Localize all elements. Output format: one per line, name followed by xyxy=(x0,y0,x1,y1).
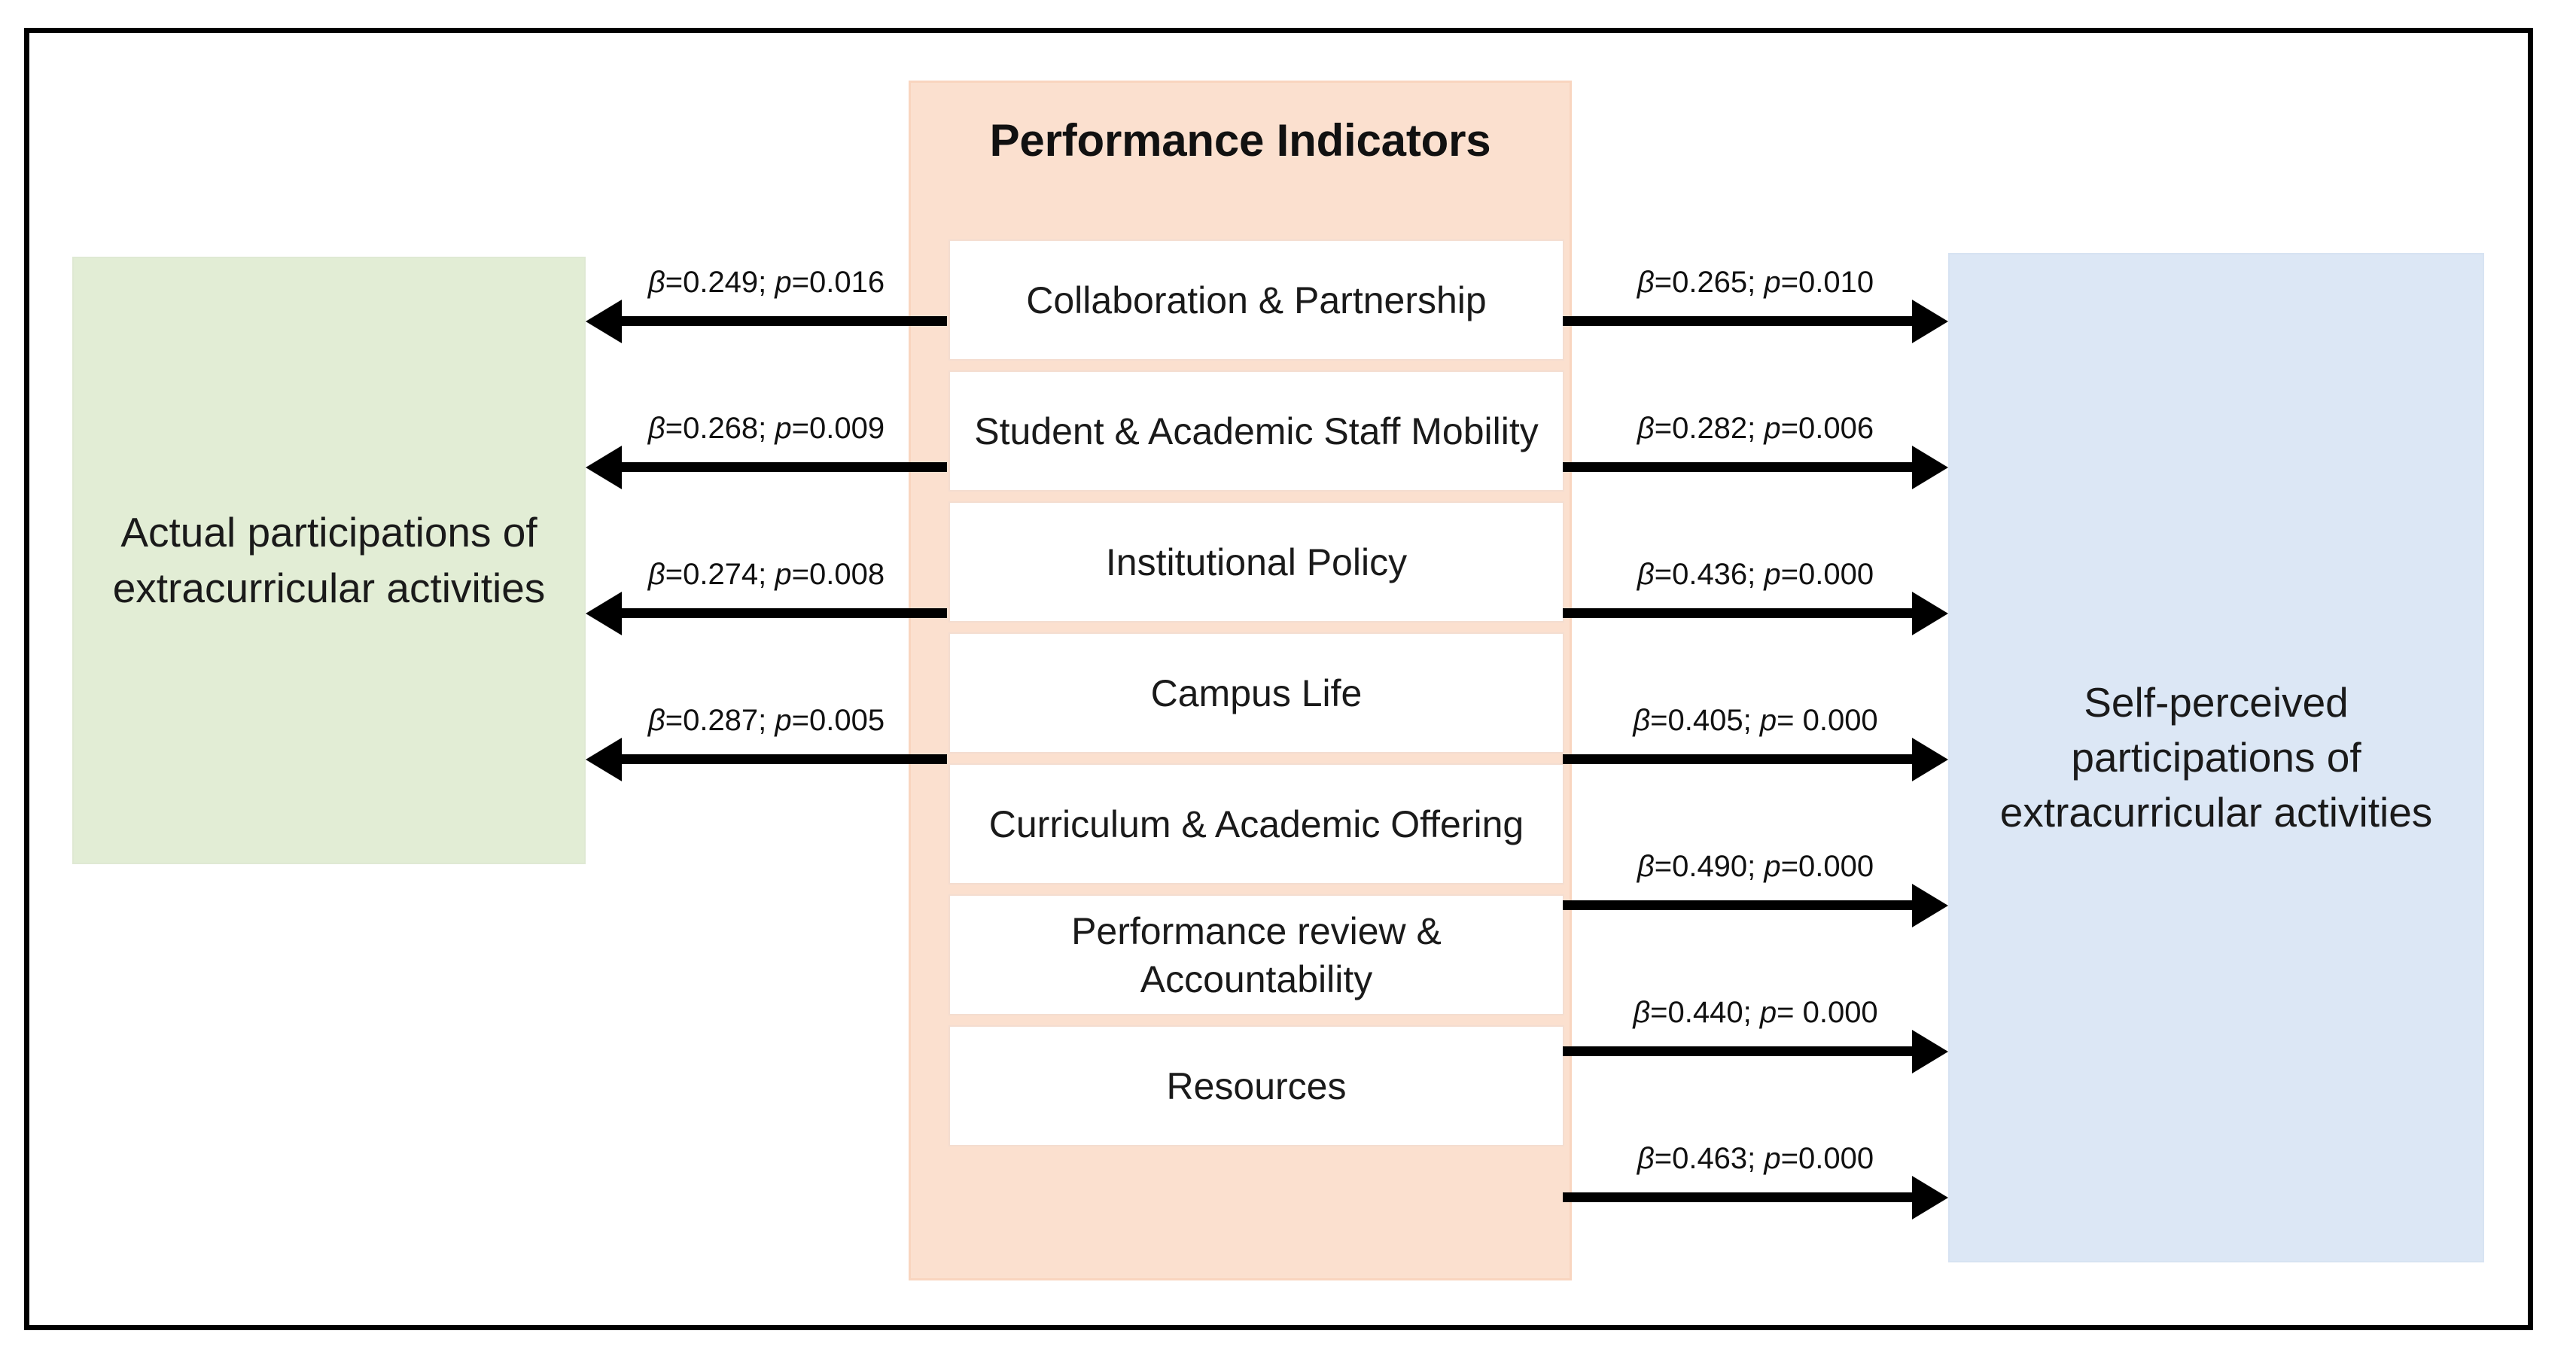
arrow-shaft xyxy=(1563,462,1918,472)
arrow-shaft xyxy=(1563,1192,1918,1202)
arrow-head-right-icon xyxy=(1912,592,1948,635)
path-label-right-resources: β=0.463; p=0.000 xyxy=(1637,1142,1874,1175)
arrow-head-right-icon xyxy=(1912,1176,1948,1220)
arrow-head-left-icon xyxy=(586,738,622,781)
performance-indicators-panel: Performance Indicators Collaboration & P… xyxy=(909,81,1572,1280)
path-label-right-campus-life: β=0.405; p= 0.000 xyxy=(1633,704,1878,737)
indicator-collaboration-partnership: Collaboration & Partnership xyxy=(948,239,1564,361)
arrow-head-right-icon xyxy=(1912,884,1948,927)
panel-title: Performance Indicators xyxy=(989,115,1491,166)
arrow-shaft xyxy=(616,608,947,618)
arrow-shaft xyxy=(616,462,947,472)
arrow-head-left-icon xyxy=(586,446,622,489)
path-label-left-campus-life: β=0.287; p=0.005 xyxy=(647,704,885,737)
path-label-right-mobility: β=0.282; p=0.006 xyxy=(1637,412,1874,445)
arrow-shaft xyxy=(1563,608,1918,618)
arrow-shaft xyxy=(1563,316,1918,326)
arrow-head-right-icon xyxy=(1912,738,1948,781)
path-label-right-collaboration: β=0.265; p=0.010 xyxy=(1637,266,1874,299)
path-label-right-institutional-policy: β=0.436; p=0.000 xyxy=(1637,558,1874,591)
path-label-left-mobility: β=0.268; p=0.009 xyxy=(647,412,885,445)
indicator-performance-review-accountability: Performance review & Accountability xyxy=(948,894,1564,1015)
arrow-shaft xyxy=(1563,900,1918,910)
path-label-right-performance-review: β=0.440; p= 0.000 xyxy=(1633,996,1878,1029)
indicator-curriculum-academic-offering: Curriculum & Academic Offering xyxy=(948,763,1564,885)
arrow-shaft xyxy=(616,754,947,764)
arrow-head-left-icon xyxy=(586,300,622,343)
indicator-campus-life: Campus Life xyxy=(948,632,1564,754)
construct-actual-participations: Actual participations of extracurricular… xyxy=(72,257,586,864)
arrow-shaft xyxy=(616,316,947,326)
arrow-shaft xyxy=(1563,1046,1918,1056)
arrow-head-right-icon xyxy=(1912,446,1948,489)
construct-self-perceived-participations: Self-perceived participations of extracu… xyxy=(1948,253,2484,1262)
indicator-student-academic-staff-mobility: Student & Academic Staff Mobility xyxy=(948,370,1564,492)
arrow-head-right-icon xyxy=(1912,1030,1948,1073)
arrow-shaft xyxy=(1563,754,1918,764)
arrow-head-right-icon xyxy=(1912,300,1948,343)
indicator-resources: Resources xyxy=(948,1025,1564,1146)
path-label-left-collaboration: β=0.249; p=0.016 xyxy=(647,266,885,299)
path-label-left-institutional-policy: β=0.274; p=0.008 xyxy=(647,558,885,591)
arrow-head-left-icon xyxy=(586,592,622,635)
indicator-institutional-policy: Institutional Policy xyxy=(948,501,1564,623)
path-label-right-curriculum: β=0.490; p=0.000 xyxy=(1637,850,1874,883)
